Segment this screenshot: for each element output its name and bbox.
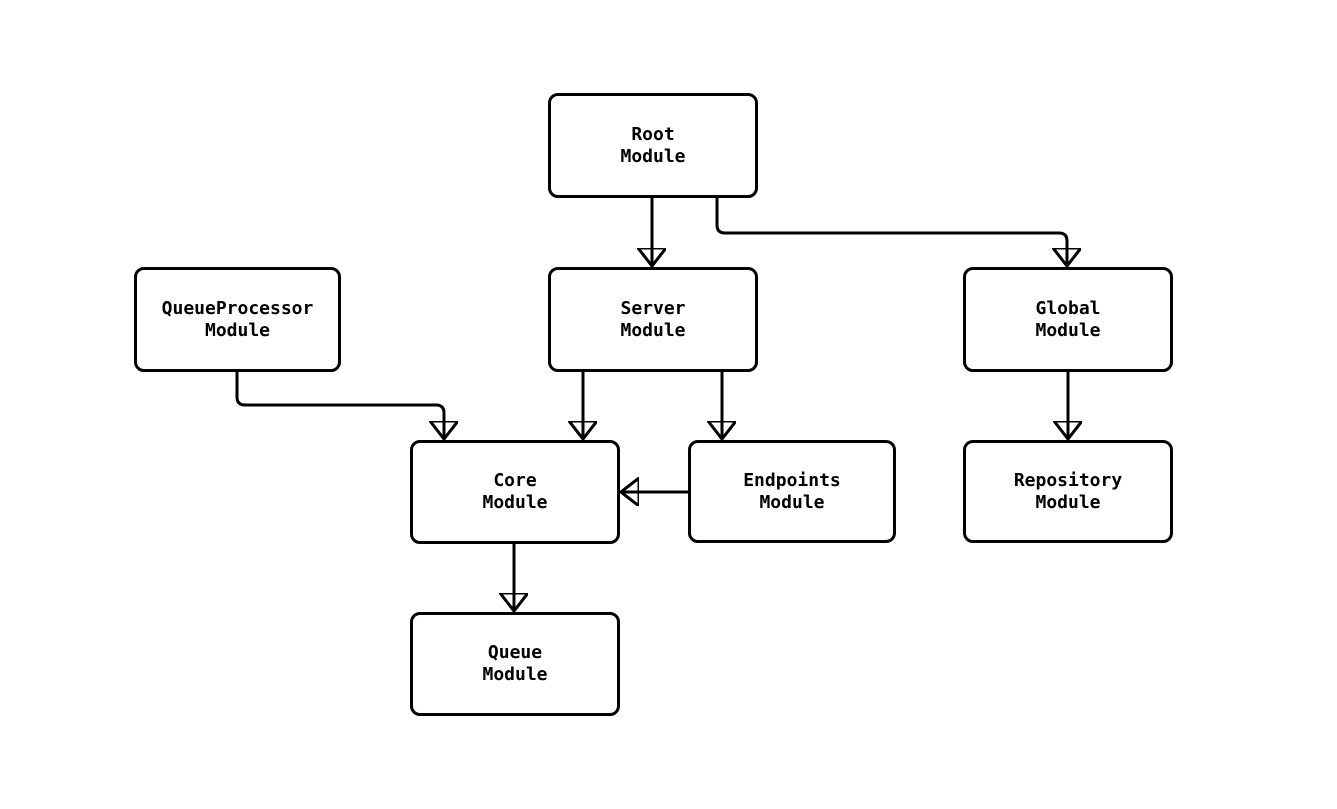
node-queueprocessor-module: QueueProcessor Module <box>134 267 341 372</box>
edge-root-to-global <box>715 198 1067 265</box>
node-core-module: Core Module <box>410 440 620 544</box>
edge-queueprocessor-to-core <box>235 372 444 438</box>
node-root-module: Root Module <box>548 93 758 198</box>
node-endpoints-module: Endpoints Module <box>688 440 896 543</box>
node-repository-module: Repository Module <box>963 440 1173 543</box>
node-server-module: Server Module <box>548 267 758 372</box>
node-global-module: Global Module <box>963 267 1173 372</box>
node-queue-module: Queue Module <box>410 612 620 716</box>
